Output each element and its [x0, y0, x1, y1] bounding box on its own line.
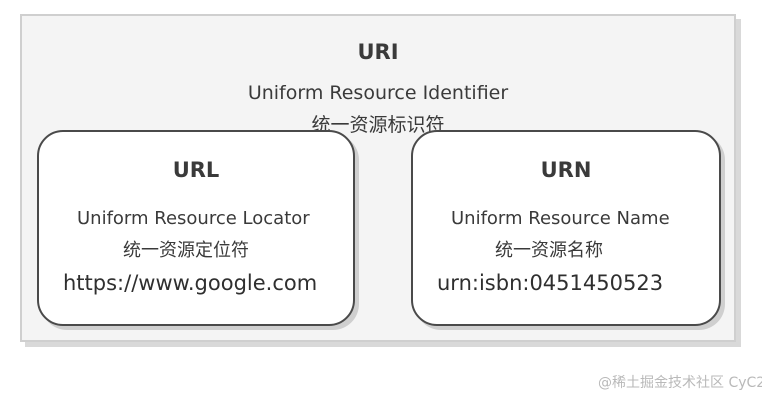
urn-title: URN	[540, 158, 592, 182]
urn-chinese-name: 统一资源名称	[495, 240, 603, 261]
urn-example: urn:isbn:0451450523	[437, 271, 664, 295]
uri-chinese-name: 统一资源标识符	[311, 114, 445, 136]
url-example: https://www.google.com	[63, 271, 318, 295]
url-english-name: Uniform Resource Locator	[77, 208, 310, 229]
url-chinese-name: 统一资源定位符	[123, 240, 249, 261]
uri-title: URI	[357, 40, 399, 64]
url-title: URL	[172, 158, 220, 182]
watermark: @稀土掘金技术社区 CyC2018	[598, 375, 762, 391]
urn-english-name: Uniform Resource Name	[451, 208, 670, 229]
uri-english-name: Uniform Resource Identifier	[247, 82, 509, 104]
url-box: URL Uniform Resource Locator 统一资源定位符 htt…	[37, 130, 355, 326]
urn-box: URN Uniform Resource Name 统一资源名称 urn:isb…	[411, 130, 721, 326]
